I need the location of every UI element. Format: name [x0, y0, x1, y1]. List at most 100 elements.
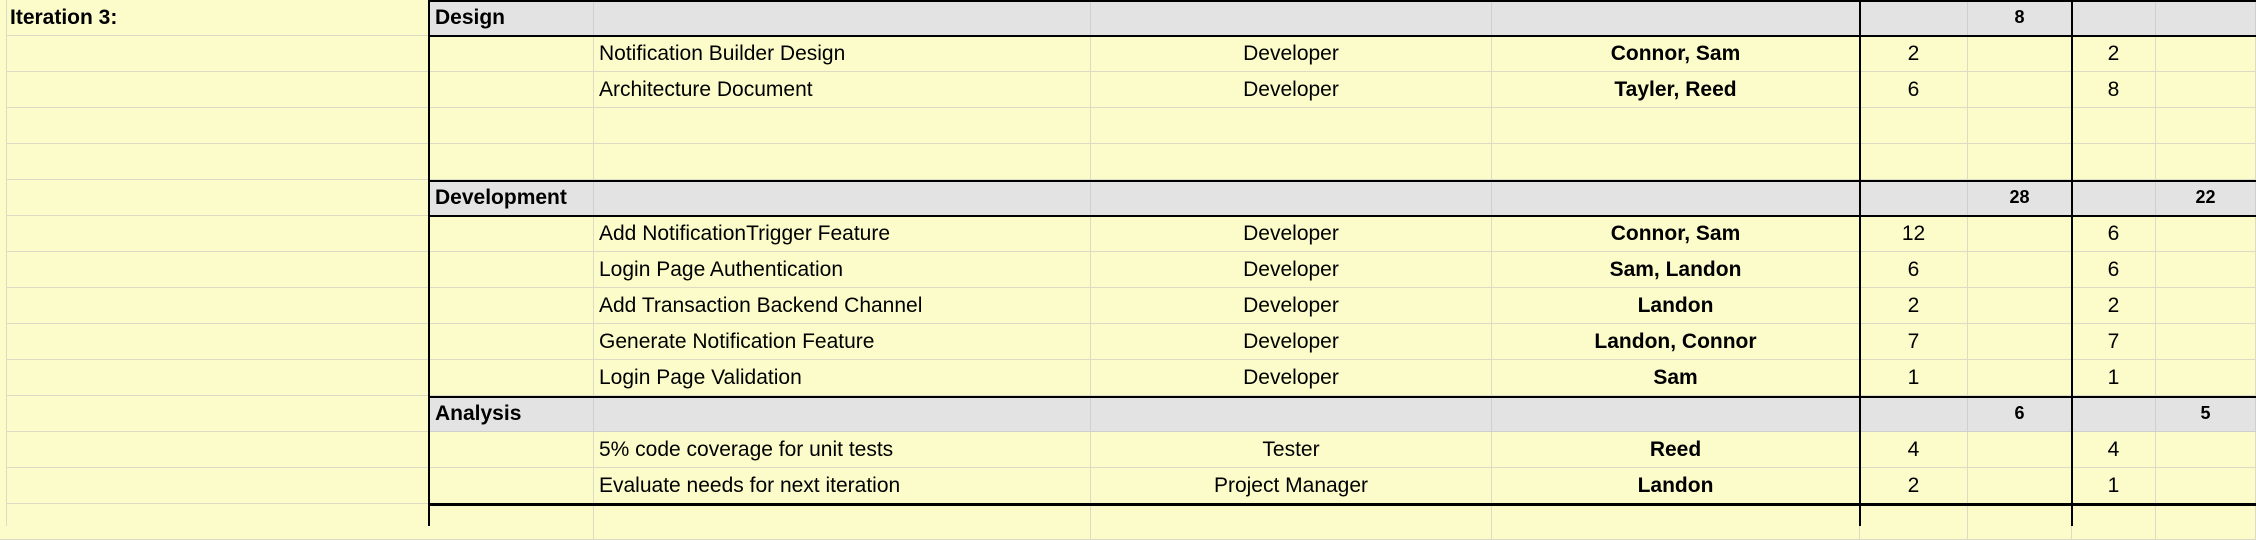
cell[interactable] [2156, 504, 2256, 540]
role-cell[interactable]: Developer [1091, 72, 1492, 108]
cell[interactable] [429, 360, 594, 396]
estimate-cell[interactable]: 12 [1860, 216, 1968, 252]
assignee-cell[interactable]: Connor, Sam [1492, 216, 1860, 252]
assignee-cell[interactable]: Sam [1492, 360, 1860, 396]
cell[interactable] [429, 108, 594, 144]
section-total-cell[interactable]: 28 [1968, 180, 2072, 216]
section-name-cell[interactable]: Design [429, 0, 594, 36]
cell[interactable] [2072, 396, 2156, 432]
role-cell[interactable] [1091, 144, 1492, 180]
cell[interactable] [1968, 252, 2072, 288]
cell[interactable] [1860, 0, 1968, 36]
actual-cell[interactable]: 2 [2072, 36, 2156, 72]
section-name-cell[interactable]: Development [429, 180, 594, 216]
cell[interactable] [429, 36, 594, 72]
role-cell[interactable]: Developer [1091, 360, 1492, 396]
cell[interactable] [0, 504, 429, 540]
cell[interactable] [1091, 180, 1492, 216]
cell[interactable] [0, 252, 429, 288]
cell[interactable] [2072, 180, 2156, 216]
cell[interactable] [1968, 216, 2072, 252]
role-cell[interactable]: Developer [1091, 252, 1492, 288]
role-cell[interactable]: Developer [1091, 36, 1492, 72]
task-name-cell[interactable]: Evaluate needs for next iteration [594, 468, 1091, 504]
estimate-cell[interactable]: 6 [1860, 252, 1968, 288]
cell[interactable] [594, 180, 1091, 216]
section-name-cell[interactable]: Analysis [429, 396, 594, 432]
cell[interactable] [1968, 144, 2072, 180]
role-cell[interactable]: Developer [1091, 216, 1492, 252]
actual-cell[interactable]: 1 [2072, 360, 2156, 396]
estimate-cell[interactable]: 7 [1860, 324, 1968, 360]
cell[interactable] [2156, 72, 2256, 108]
actual-cell[interactable]: 6 [2072, 216, 2156, 252]
cell[interactable] [2156, 324, 2256, 360]
iteration-label-cell[interactable]: Iteration 3: [0, 0, 429, 36]
task-name-cell[interactable]: Login Page Authentication [594, 252, 1091, 288]
cell[interactable] [1860, 396, 1968, 432]
estimate-cell[interactable]: 1 [1860, 360, 1968, 396]
cell[interactable] [2156, 216, 2256, 252]
cell[interactable] [429, 252, 594, 288]
section-total-cell[interactable]: 5 [2156, 396, 2256, 432]
cell[interactable] [1968, 72, 2072, 108]
assignee-cell[interactable]: Connor, Sam [1492, 36, 1860, 72]
cell[interactable] [594, 396, 1091, 432]
role-cell[interactable]: Project Manager [1091, 468, 1492, 504]
cell[interactable] [429, 144, 594, 180]
cell[interactable] [2156, 360, 2256, 396]
cell[interactable] [1968, 468, 2072, 504]
cell[interactable] [429, 288, 594, 324]
cell[interactable] [1968, 504, 2072, 540]
cell[interactable] [0, 144, 429, 180]
cell[interactable] [1860, 180, 1968, 216]
assignee-cell[interactable] [1492, 144, 1860, 180]
cell[interactable] [0, 360, 429, 396]
actual-cell[interactable]: 1 [2072, 468, 2156, 504]
actual-cell[interactable]: 4 [2072, 432, 2156, 468]
cell[interactable] [1091, 396, 1492, 432]
cell[interactable] [1968, 108, 2072, 144]
estimate-cell[interactable]: 2 [1860, 468, 1968, 504]
cell[interactable] [2156, 432, 2256, 468]
assignee-cell[interactable]: Tayler, Reed [1492, 72, 1860, 108]
cell[interactable] [429, 504, 594, 540]
actual-cell[interactable]: 6 [2072, 252, 2156, 288]
cell[interactable] [1492, 0, 1860, 36]
task-name-cell[interactable] [594, 144, 1091, 180]
cell[interactable] [1968, 288, 2072, 324]
actual-cell[interactable]: 7 [2072, 324, 2156, 360]
section-total-cell[interactable]: 6 [1968, 396, 2072, 432]
actual-cell[interactable]: 8 [2072, 72, 2156, 108]
assignee-cell[interactable]: Sam, Landon [1492, 252, 1860, 288]
cell[interactable] [0, 468, 429, 504]
cell[interactable] [0, 432, 429, 468]
estimate-cell[interactable]: 4 [1860, 432, 1968, 468]
cell[interactable] [429, 432, 594, 468]
cell[interactable] [2156, 108, 2256, 144]
estimate-cell[interactable]: 6 [1860, 72, 1968, 108]
cell[interactable] [429, 72, 594, 108]
cell[interactable] [1968, 432, 2072, 468]
section-total-cell[interactable]: 22 [2156, 180, 2256, 216]
task-name-cell[interactable]: Login Page Validation [594, 360, 1091, 396]
cell[interactable] [2156, 468, 2256, 504]
role-cell[interactable]: Developer [1091, 288, 1492, 324]
task-name-cell[interactable]: Generate Notification Feature [594, 324, 1091, 360]
estimate-cell[interactable] [1860, 108, 1968, 144]
cell[interactable] [1968, 36, 2072, 72]
cell[interactable] [2072, 0, 2156, 36]
cell[interactable] [1492, 504, 1860, 540]
actual-cell[interactable]: 2 [2072, 288, 2156, 324]
assignee-cell[interactable]: Landon [1492, 288, 1860, 324]
cell[interactable] [1091, 0, 1492, 36]
estimate-cell[interactable]: 2 [1860, 288, 1968, 324]
cell[interactable] [2072, 504, 2156, 540]
cell[interactable] [429, 216, 594, 252]
assignee-cell[interactable]: Landon [1492, 468, 1860, 504]
section-total-cell[interactable]: 8 [1968, 0, 2072, 36]
task-name-cell[interactable]: Notification Builder Design [594, 36, 1091, 72]
iteration-label-cell[interactable] [0, 180, 429, 216]
cell[interactable] [0, 288, 429, 324]
task-name-cell[interactable]: 5% code coverage for unit tests [594, 432, 1091, 468]
